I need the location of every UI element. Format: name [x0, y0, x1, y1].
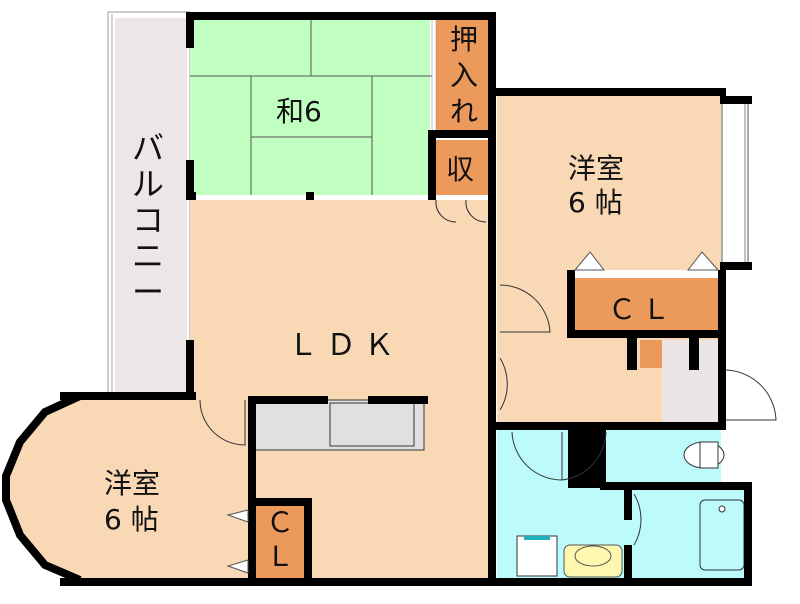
balcony-label: バ ル コ ニ ー	[131, 129, 164, 311]
closet-sw-label: Ｃ Ｌ	[265, 506, 294, 573]
closet-sw	[254, 502, 308, 578]
balcony	[115, 18, 187, 396]
storage-small-label: 収	[446, 153, 475, 186]
western-room-ne-label: 洋室 6 帖	[568, 152, 625, 219]
japanese-room	[190, 18, 430, 195]
oshiire	[436, 18, 492, 133]
japanese-room-label: 和6	[276, 95, 322, 128]
storage-small	[436, 140, 492, 195]
closet-ne	[575, 278, 719, 330]
bay-window-ne	[721, 96, 749, 268]
hallway	[497, 340, 663, 426]
door-swings	[199, 199, 777, 546]
sink	[329, 402, 415, 447]
western-room-sw-label: 洋室 6 帖	[104, 467, 161, 536]
tatami-lines	[190, 18, 432, 195]
washing-machine	[516, 535, 558, 577]
walls	[60, 12, 752, 586]
western-room-sw	[6, 396, 248, 580]
closet-ne-label: ＣＬ	[608, 293, 677, 326]
oshiire-label: 押 入 れ	[449, 23, 478, 128]
ldk-label: ＬＤＫ	[288, 328, 402, 363]
closet-door-markers	[226, 251, 720, 574]
